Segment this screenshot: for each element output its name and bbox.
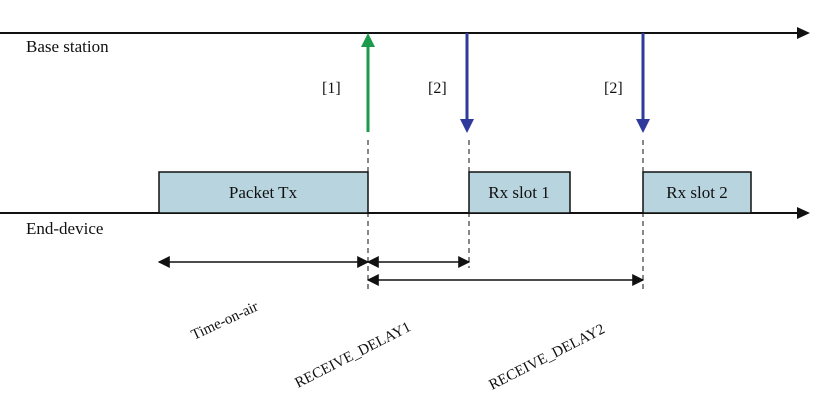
receive-delay2-label: RECEIVE_DELAY2 — [487, 321, 608, 393]
base-station-timeline — [0, 27, 810, 39]
downlink-1-label: [2] — [428, 80, 447, 97]
downlink-2-label: [2] — [604, 80, 623, 97]
packet-tx-box: Packet Tx — [158, 171, 369, 214]
rx-slot-2-label: Rx slot 2 — [666, 183, 727, 202]
downlink-arrow-2 — [636, 33, 650, 133]
base-station-label: Base station — [26, 37, 109, 56]
packet-tx-label: Packet Tx — [229, 183, 298, 202]
rx-slot-1-box: Rx slot 1 — [468, 171, 571, 214]
end-device-label: End-device — [26, 219, 103, 238]
dashed-guides — [367, 140, 644, 290]
time-on-air-label: Time-on-air — [189, 299, 261, 344]
rx-slot-2-box: Rx slot 2 — [642, 171, 752, 214]
uplink-arrow — [361, 33, 375, 132]
downlink-arrow-1 — [460, 33, 474, 133]
receive-delay1-label: RECEIVE_DELAY1 — [293, 319, 414, 391]
rx-slot-1-label: Rx slot 1 — [488, 183, 549, 202]
uplink-label: [1] — [322, 80, 341, 97]
